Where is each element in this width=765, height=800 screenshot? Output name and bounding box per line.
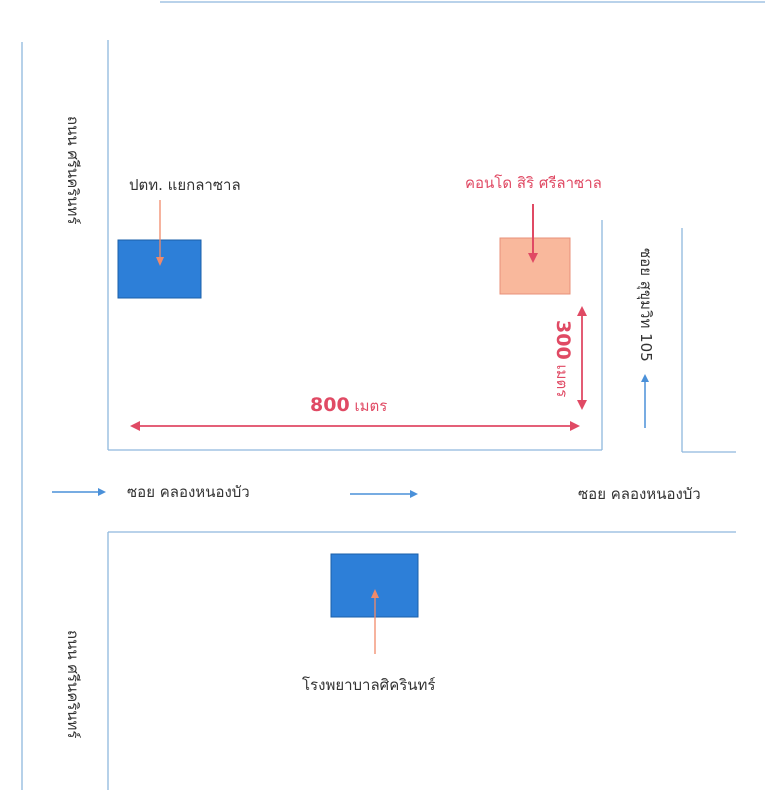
distance-300-arrow <box>577 306 587 410</box>
ptt-label: ปตท. แยกลาซาล <box>129 176 241 194</box>
road-lines <box>21 1 765 790</box>
ptt-pointer-arrow <box>156 200 164 266</box>
hospital-pointer-arrow <box>371 589 379 654</box>
soi-klong-label-right: ซอย คลองหนองบัว <box>578 485 701 503</box>
srinakarin-road-label-top: ถนน ศรีนครินทร์ <box>64 116 82 225</box>
distance-300-value: 300 <box>552 320 574 360</box>
arrow-up-icon <box>641 374 649 428</box>
distance-800-unit: เมตร <box>354 397 388 415</box>
arrow-right-icon <box>52 488 106 496</box>
distance-800-label: 800 เมตร <box>310 396 387 415</box>
soi-klong-label-left: ซอย คลองหนองบัว <box>127 483 250 501</box>
condo-label: คอนโด สิริ ศรีลาซาล <box>465 174 602 192</box>
distance-300-unit: เมตร <box>553 364 571 398</box>
srinakarin-road-label-bottom: ถนน ศรีนครินทร์ <box>64 630 82 739</box>
condo-pointer-arrow <box>528 204 538 263</box>
distance-800-arrow <box>130 421 580 431</box>
arrow-right-icon <box>350 490 418 498</box>
distance-800-value: 800 <box>310 394 350 416</box>
hospital-label: โรงพยาบาลศิครินทร์ <box>302 676 436 694</box>
direction-arrows <box>52 374 649 498</box>
condo-block <box>499 237 571 295</box>
distance-300-label: 300 เมตร <box>552 320 574 398</box>
soi-sukhumvit-label: ซอย สุขุมวิท 105 <box>637 248 655 362</box>
